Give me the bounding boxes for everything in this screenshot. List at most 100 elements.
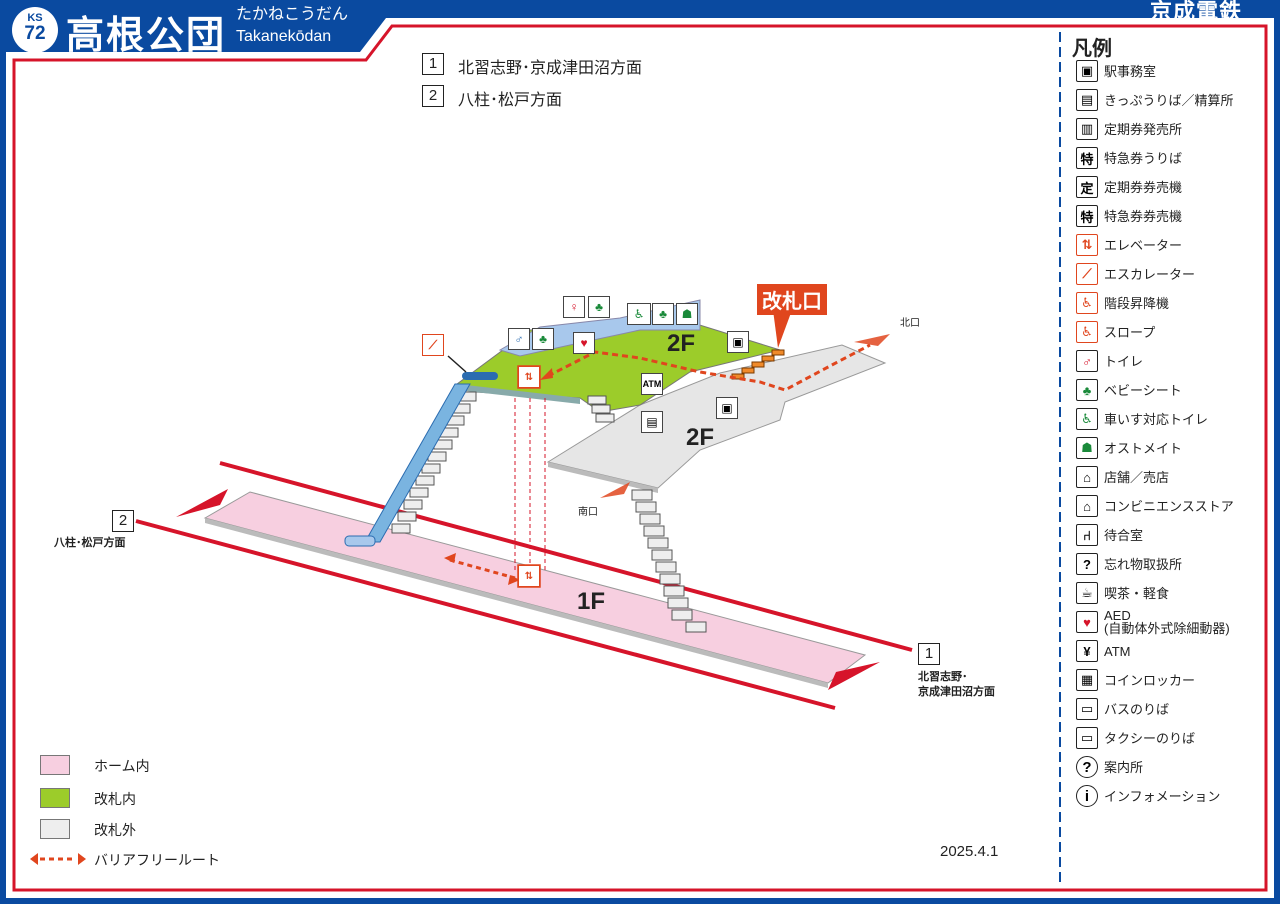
ostomate-icon: ☗ <box>676 303 698 325</box>
legend-item: ▦コインロッカー <box>1076 667 1195 693</box>
legend-item-label: バスのりば <box>1104 701 1170 717</box>
aed-icon: ♥ <box>1076 611 1098 633</box>
legend-item: ¥ ATM <box>1076 638 1130 664</box>
coin-locker-icon: ▦ <box>1076 669 1098 691</box>
legend-item: ?案内所 <box>1076 754 1143 780</box>
elevator-icon-2f: ⇅ <box>518 366 540 388</box>
wheelchair-toilet-icon: ♿ <box>627 303 651 325</box>
legend-item-label: 階段昇降機 <box>1104 295 1170 311</box>
atm-icon: ¥ <box>1076 640 1098 662</box>
area-label-outside-gate: 改札外 <box>94 822 136 838</box>
slope-icon: ♿ <box>1076 321 1098 343</box>
direction-2-label: 八柱･松戸方面 <box>458 92 563 109</box>
legend-item: ⌂コンビニエンスストア <box>1076 493 1234 519</box>
legend-item: ♿ スロープ <box>1076 319 1155 345</box>
barrier-free-route-2f <box>547 343 871 392</box>
station-number-badge: KS 72 <box>12 7 58 53</box>
platform-direction-2-number: 2 <box>112 510 134 532</box>
area-swatch-inside-gate <box>40 788 70 808</box>
platform-direction-1-label-line2: 京成津田沼方面 <box>918 686 995 698</box>
north-exit-arrow <box>854 334 890 346</box>
cafe-icon: ☕ <box>1076 582 1098 604</box>
legend-item-label: きっぷうりば／精算所 <box>1104 92 1234 108</box>
commuter-pass-office-icon: ▥ <box>1076 118 1098 140</box>
south-stairs <box>631 489 707 633</box>
bus-icon: ▭ <box>1076 698 1098 720</box>
ticket-gate-label: 改札口 <box>757 284 827 315</box>
area-label-inside-gate: 改札内 <box>94 791 136 807</box>
legend-item-label: 駅事務室 <box>1104 63 1157 79</box>
legend-item-label: 特急券うりば <box>1104 150 1183 166</box>
legend-item-label: オストメイト <box>1104 440 1183 456</box>
legend-item-label: AED(自動体外式除細動器) <box>1104 609 1230 635</box>
legend-item: ☗ オストメイト <box>1076 435 1182 461</box>
taxi-icon: ▭ <box>1076 727 1098 749</box>
south-exit-arrow <box>600 482 630 498</box>
legend-item-label: 待合室 <box>1104 527 1144 543</box>
station-office-icon-2: ▣ <box>716 397 738 419</box>
ticket-office-icon: ▤ <box>1076 89 1098 111</box>
station-kana: たかねこうだん <box>236 6 349 23</box>
legend-item-label: エスカレーター <box>1104 266 1196 282</box>
escalator-icon: ⟋ <box>422 334 444 356</box>
track-rail-upper <box>219 461 913 652</box>
escalator-icon: ⟋ <box>1076 263 1098 285</box>
aed-icon: ♥ <box>573 332 595 354</box>
legend-item: ? 忘れ物取扱所 <box>1076 551 1182 577</box>
pass-vending-machine-icon: 定 <box>1076 176 1098 198</box>
direction-2-number: 2 <box>422 85 444 107</box>
date-label: 2025.4.1 <box>940 843 999 860</box>
legend-item: ⟋ エスカレーター <box>1076 261 1195 287</box>
baby-seat-icon-2: ♣ <box>652 303 674 325</box>
platform-direction-1-number: 1 <box>918 643 940 665</box>
wheelchair-toilet-icon: ♿ <box>1076 408 1098 430</box>
floor-label-1f: 1F <box>577 588 606 615</box>
toilet-icon: ♂ <box>1076 350 1098 372</box>
ostomate-icon: ☗ <box>1076 437 1098 459</box>
legend-item-label: 定期券発売所 <box>1104 121 1183 137</box>
information-question-icon: ? <box>1076 756 1098 778</box>
legend-item-label: 定期券券売機 <box>1104 179 1183 195</box>
legend-item-label: 車いす対応トイレ <box>1104 411 1209 427</box>
express-vending-machine-icon: 特 <box>1076 205 1098 227</box>
legend-item-label: ATM <box>1104 643 1131 659</box>
platform-direction-2-label: 八柱･松戸方面 <box>54 537 126 549</box>
legend-item-label: タクシーのりば <box>1104 730 1196 746</box>
legend-item-label: インフォメーション <box>1104 788 1221 804</box>
main-stairs <box>391 391 477 534</box>
south-exit-label: 南口 <box>578 507 598 518</box>
elevator-icon: ⇅ <box>1076 234 1098 256</box>
direction-1-label: 北習志野･京成津田沼方面 <box>458 60 643 77</box>
station-map <box>135 299 913 710</box>
legend-item: ⇅ エレベーター <box>1076 232 1182 258</box>
lost-and-found-icon: ? <box>1076 553 1098 575</box>
station-romaji: Takanekōdan <box>236 28 332 45</box>
legend-item: ♂ トイレ <box>1076 348 1143 374</box>
shop-icon: ⌂ <box>1076 466 1098 488</box>
legend-item: 特特急券券売機 <box>1076 203 1182 229</box>
legend-item-label: 店舗／売店 <box>1104 469 1170 485</box>
legend-item: ▭ バスのりば <box>1076 696 1169 722</box>
baby-seat-icon: ♣ <box>588 296 610 318</box>
area-swatch-platform <box>40 755 70 775</box>
track-rail-lower <box>135 519 836 710</box>
baby-seat-icon-3: ♣ <box>532 328 554 350</box>
legend-item: ▥ 定期券発売所 <box>1076 116 1182 142</box>
waiting-room-icon: ⑁ <box>1076 524 1098 546</box>
area-swatch-outside-gate <box>40 819 70 839</box>
legend-item-label: スロープ <box>1104 324 1156 340</box>
badge-station-number: 72 <box>24 23 46 44</box>
legend-item-label: エレベーター <box>1104 237 1183 253</box>
ticket-office-icon: ▤ <box>641 411 663 433</box>
legend-item: ▭ タクシーのりば <box>1076 725 1195 751</box>
legend-item: 定定期券券売機 <box>1076 174 1182 200</box>
legend-item: 特特急券うりば <box>1076 145 1182 171</box>
legend-item-label: 忘れ物取扱所 <box>1104 556 1183 572</box>
barrier-free-route-swatch <box>30 853 86 865</box>
legend-title: 凡例 <box>1072 38 1112 60</box>
legend-item-label: トイレ <box>1104 353 1144 369</box>
toilet-female-icon: ♀ <box>563 296 585 318</box>
legend-item: ♿ 車いす対応トイレ <box>1076 406 1208 432</box>
gate-stairs <box>587 395 615 423</box>
